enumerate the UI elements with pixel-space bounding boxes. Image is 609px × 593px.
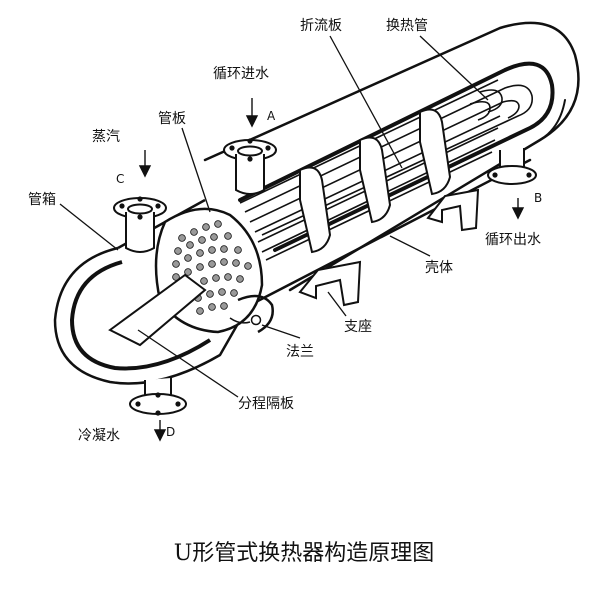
nozzle-a <box>223 138 277 195</box>
support-right <box>426 188 480 232</box>
arrow-a <box>245 98 259 128</box>
label-steam: 蒸汽 <box>92 129 120 145</box>
shell-body <box>203 21 580 307</box>
label-heat-tube: 换热管 <box>386 17 428 34</box>
baffle-1 <box>299 166 332 254</box>
flange-ring <box>229 294 274 334</box>
nozzle-d <box>129 378 187 416</box>
leader-lines <box>59 35 489 398</box>
supports <box>298 188 480 307</box>
support-left <box>298 260 362 307</box>
label-support: 支座 <box>344 319 372 335</box>
arrow-c <box>138 150 152 178</box>
label-port-d: D <box>166 425 175 439</box>
pass-partition-plate <box>108 273 207 347</box>
label-water-in: 循环进水 <box>213 66 269 82</box>
label-port-c: C <box>116 172 124 186</box>
baffles <box>299 108 452 254</box>
nozzle-b <box>487 148 537 185</box>
baffle-2 <box>359 136 392 224</box>
label-channel: 管箱 <box>28 192 56 208</box>
flow-arrows <box>138 98 525 442</box>
label-baffle: 折流板 <box>300 18 342 34</box>
label-port-b: B <box>534 191 542 205</box>
label-pass-partition: 分程隔板 <box>238 396 294 412</box>
nozzles <box>113 138 537 416</box>
arrow-d <box>153 420 167 442</box>
label-tube-sheet: 管板 <box>158 111 186 127</box>
nozzle-c <box>113 196 167 253</box>
arrow-b <box>511 198 525 220</box>
label-port-a: A <box>267 109 276 123</box>
baffle-3 <box>419 108 452 196</box>
label-flange: 法兰 <box>286 344 314 360</box>
diagram-caption: U形管式换热器构造原理图 <box>174 541 435 566</box>
label-shell: 壳体 <box>425 259 453 276</box>
label-water-out: 循环出水 <box>485 232 541 248</box>
label-condensate: 冷凝水 <box>78 428 120 444</box>
